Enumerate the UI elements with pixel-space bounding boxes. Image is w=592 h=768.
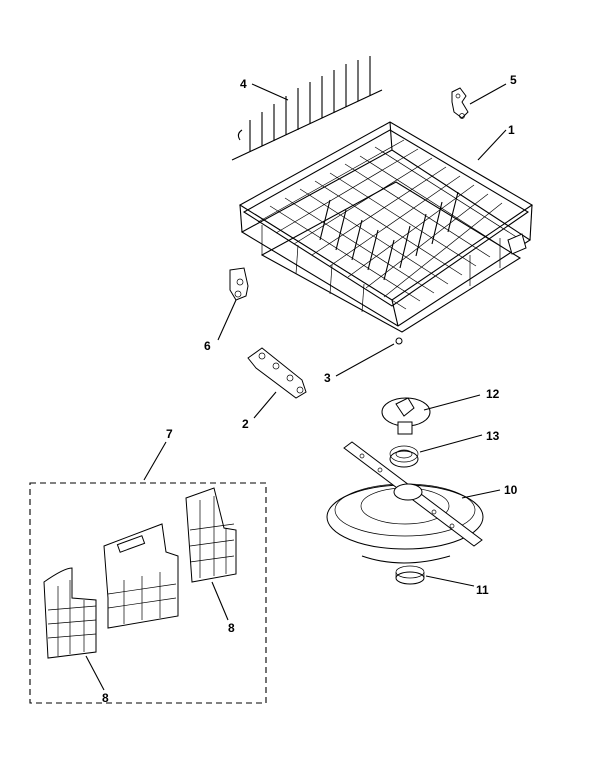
spray-arm-part: [326, 441, 484, 564]
callout-11: 11: [476, 583, 489, 597]
callout-2: 2: [242, 417, 249, 431]
callout-13: 13: [486, 429, 500, 443]
clip-part: [451, 87, 469, 119]
callout-6: 6: [204, 339, 211, 353]
callout-10: 10: [504, 483, 518, 497]
callout-8-right: 8: [228, 621, 235, 635]
callout-8-left: 8: [102, 691, 109, 705]
basket-group-box: [29, 482, 267, 704]
callout-3: 3: [324, 371, 331, 385]
bolt-part: [395, 337, 403, 345]
callout-12: 12: [486, 387, 500, 401]
callout-7: 7: [166, 427, 173, 441]
tine-row-part: [231, 56, 383, 161]
dish-rack-part: [238, 121, 534, 333]
seal-part: [389, 445, 419, 468]
ring-part: [395, 565, 425, 585]
basket-right-part: [185, 487, 237, 583]
roller-upper-part: [229, 267, 249, 301]
callout-1: 1: [508, 123, 515, 137]
cap-part: [381, 397, 431, 435]
leader-lines: [85, 83, 507, 691]
callout-5: 5: [510, 73, 517, 87]
basket-middle-part: [103, 523, 179, 629]
roller-lower-part: [247, 347, 307, 399]
callout-4: 4: [240, 77, 247, 91]
basket-small-part: [43, 567, 97, 659]
